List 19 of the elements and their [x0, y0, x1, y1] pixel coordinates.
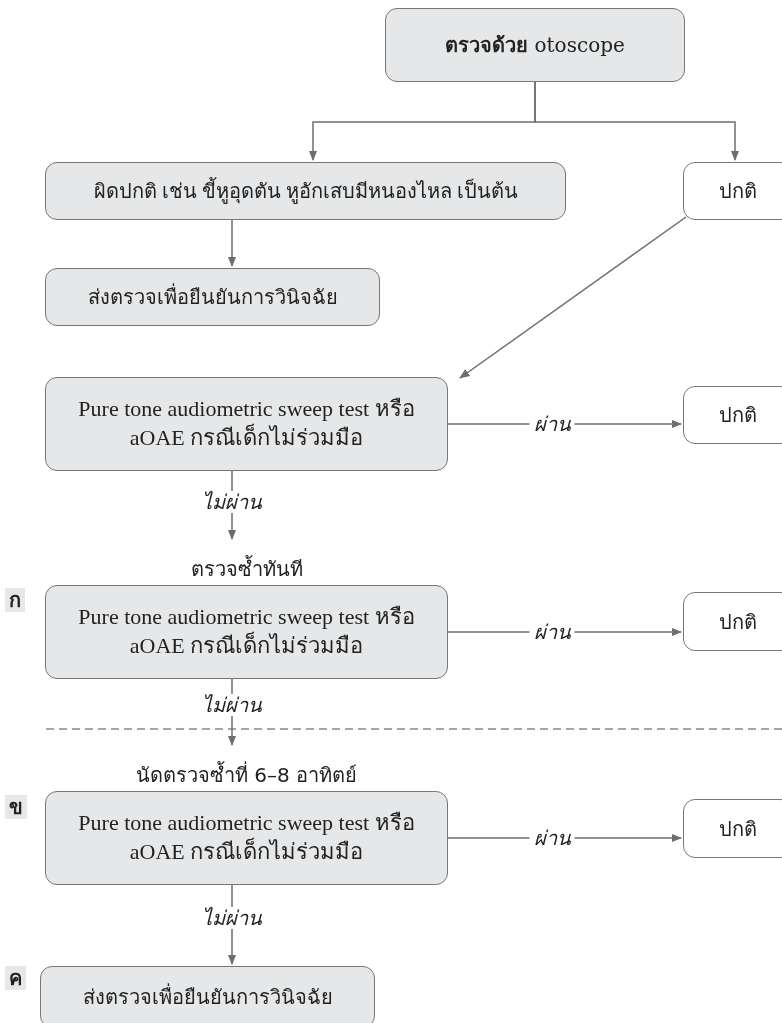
arrow: [459, 216, 687, 379]
arrow: [227, 219, 237, 268]
section-marker: ข: [5, 795, 27, 819]
process-box: ผิดปกติ เช่น ขี้หูอุดตัน หูอักเสบมีหนองไหล เป็นต้น: [45, 162, 566, 220]
process-box: Pure tone audiometric sweep test หรือ aOAE กรณีเด็กไม่ร่วมมือ: [45, 585, 448, 679]
result-box: ปกติ: [683, 162, 782, 220]
process-box: ตรวจด้วย otoscope: [385, 8, 685, 82]
process-box: Pure tone audiometric sweep test หรือ aOAE กรณีเด็กไม่ร่วมมือ: [45, 791, 448, 885]
result-box: ปกติ: [683, 799, 782, 858]
process-box: ส่งตรวจเพื่อยืนยันการวินิจฉัย: [45, 268, 380, 326]
arrow: [534, 81, 740, 162]
result-box: ปกติ: [683, 386, 782, 444]
step-heading: ตรวจซ้ำทันที: [189, 554, 304, 583]
process-box: ส่งตรวจเพื่อยืนยันการวินิจฉัย: [40, 966, 375, 1023]
process-box: Pure tone audiometric sweep test หรือ aOAE กรณีเด็กไม่ร่วมมือ: [45, 377, 448, 471]
result-box: ปกติ: [683, 592, 782, 651]
step-heading: นัดตรวจซ้ำที่ 6–8 อาทิตย์: [134, 760, 359, 789]
section-marker: ค: [5, 966, 26, 990]
section-marker: ก: [5, 588, 25, 612]
